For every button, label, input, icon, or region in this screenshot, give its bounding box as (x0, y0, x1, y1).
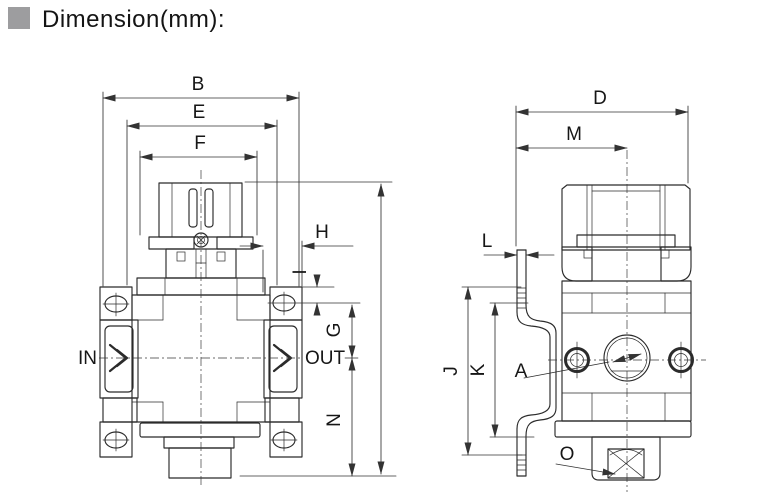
mount-flange (269, 421, 303, 458)
page-title: Dimension(mm): (42, 6, 225, 33)
side-centerlines (548, 150, 706, 492)
outlet-label: OUT (305, 348, 346, 369)
dim-label-m: M (566, 124, 582, 145)
front-left-column (99, 286, 139, 458)
dim-label-f: F (194, 133, 206, 154)
bottom-port-front (168, 447, 232, 479)
dim-label-l: L (482, 231, 493, 252)
knob-slot (204, 188, 214, 228)
front-dimensions: B E F H I G (102, 74, 397, 477)
dim-label-k: K (468, 363, 489, 376)
dim-label-e: E (193, 102, 206, 123)
dim-label-h: H (315, 222, 329, 243)
side-view: D M L J K A O (441, 88, 706, 492)
title-bullet-icon (8, 7, 30, 29)
side-dimensions: D M L J K A O (441, 88, 689, 476)
front-view: B E F H I G (78, 74, 397, 487)
dim-label-n: N (324, 413, 345, 427)
bottom-port-icon (607, 448, 645, 479)
side-body (554, 280, 694, 481)
mount-flange (99, 421, 133, 458)
dim-label-b: B (192, 74, 205, 95)
dim-label-g: G (324, 323, 345, 338)
side-knob (561, 184, 692, 282)
flow-arrow-icon (115, 348, 129, 368)
knob-slot (188, 188, 198, 228)
dim-label-j: J (441, 366, 462, 376)
callout-label-a: A (515, 361, 528, 382)
mount-flange (269, 286, 303, 321)
dim-label-i: I (290, 269, 311, 274)
title-block: Dimension(mm): (8, 6, 225, 33)
dim-label-d: D (593, 88, 607, 109)
gauge-port-icon (603, 334, 651, 382)
callout-label-o: O (560, 444, 575, 465)
inlet-label: IN (78, 348, 97, 369)
